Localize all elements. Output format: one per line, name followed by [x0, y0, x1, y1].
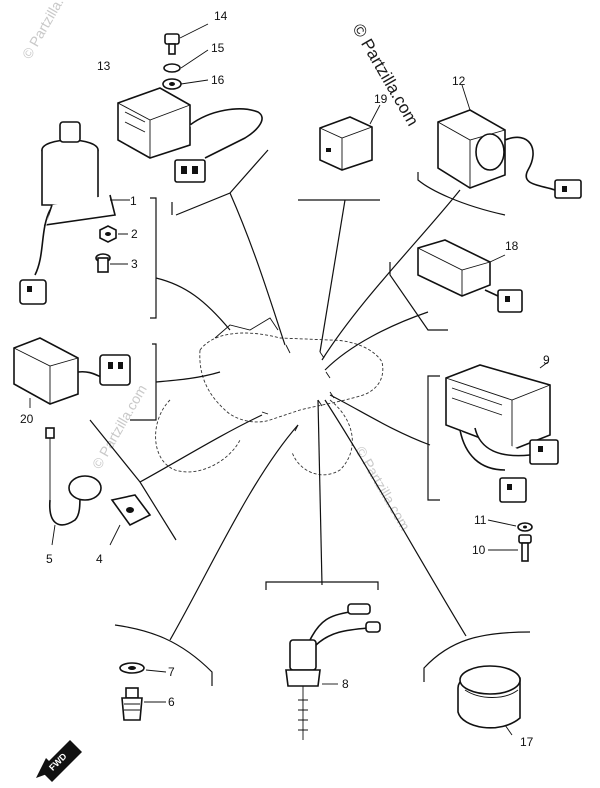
part-1-main-switch [19, 121, 130, 305]
callout-18: 18 [505, 239, 519, 253]
part-12-flasher-unit [437, 84, 582, 199]
callout-5: 5 [46, 552, 53, 566]
part-17-buzzer [457, 665, 521, 736]
callout-20: 20 [20, 412, 34, 426]
parts-10-11-hardware [487, 519, 533, 562]
callout-16: 16 [211, 73, 225, 87]
callout-15: 15 [211, 41, 225, 55]
callout-14: 14 [214, 9, 228, 23]
parts-14-15-16-fasteners [162, 23, 209, 90]
watermark-left: © Partzilla.com [89, 382, 150, 472]
callout-11: 11 [474, 513, 487, 527]
callout-10: 10 [472, 543, 486, 557]
part-13-relay-unit [117, 87, 263, 183]
callout-2: 2 [131, 227, 138, 241]
callout-6: 6 [168, 695, 175, 709]
callout-numbers: 14 15 16 13 12 19 1 2 3 18 9 20 11 10 5 … [20, 9, 550, 749]
callout-19: 19 [374, 92, 388, 106]
part-19-small-relay [319, 104, 381, 171]
parts-2-3-hardware [95, 225, 128, 273]
callout-13: 13 [97, 59, 111, 73]
callout-7: 7 [168, 665, 175, 679]
forward-direction-badge: FWD [36, 740, 82, 782]
callout-3: 3 [131, 257, 138, 271]
group-brackets [89, 149, 531, 686]
watermark-top-left: © Partzilla.com [19, 0, 80, 62]
callout-17: 17 [520, 735, 534, 749]
part-18-regulator-block [417, 239, 523, 313]
part-20-igniter-box [13, 337, 131, 408]
watermark-main: © Partzilla.com [349, 21, 423, 130]
callout-1: 1 [130, 194, 137, 208]
callout-4: 4 [96, 552, 103, 566]
leader-lines [139, 189, 467, 641]
parts-6-7-hardware [119, 662, 167, 721]
parts-4-5-sensors [45, 427, 152, 546]
part-8-neutral-switch [285, 603, 381, 740]
callout-8: 8 [342, 677, 349, 691]
callout-9: 9 [543, 353, 550, 367]
callout-12: 12 [452, 74, 466, 88]
frame-sketch [155, 317, 384, 476]
watermark-right: © Partzilla.com [352, 444, 413, 534]
part-9-control-unit [445, 361, 559, 503]
